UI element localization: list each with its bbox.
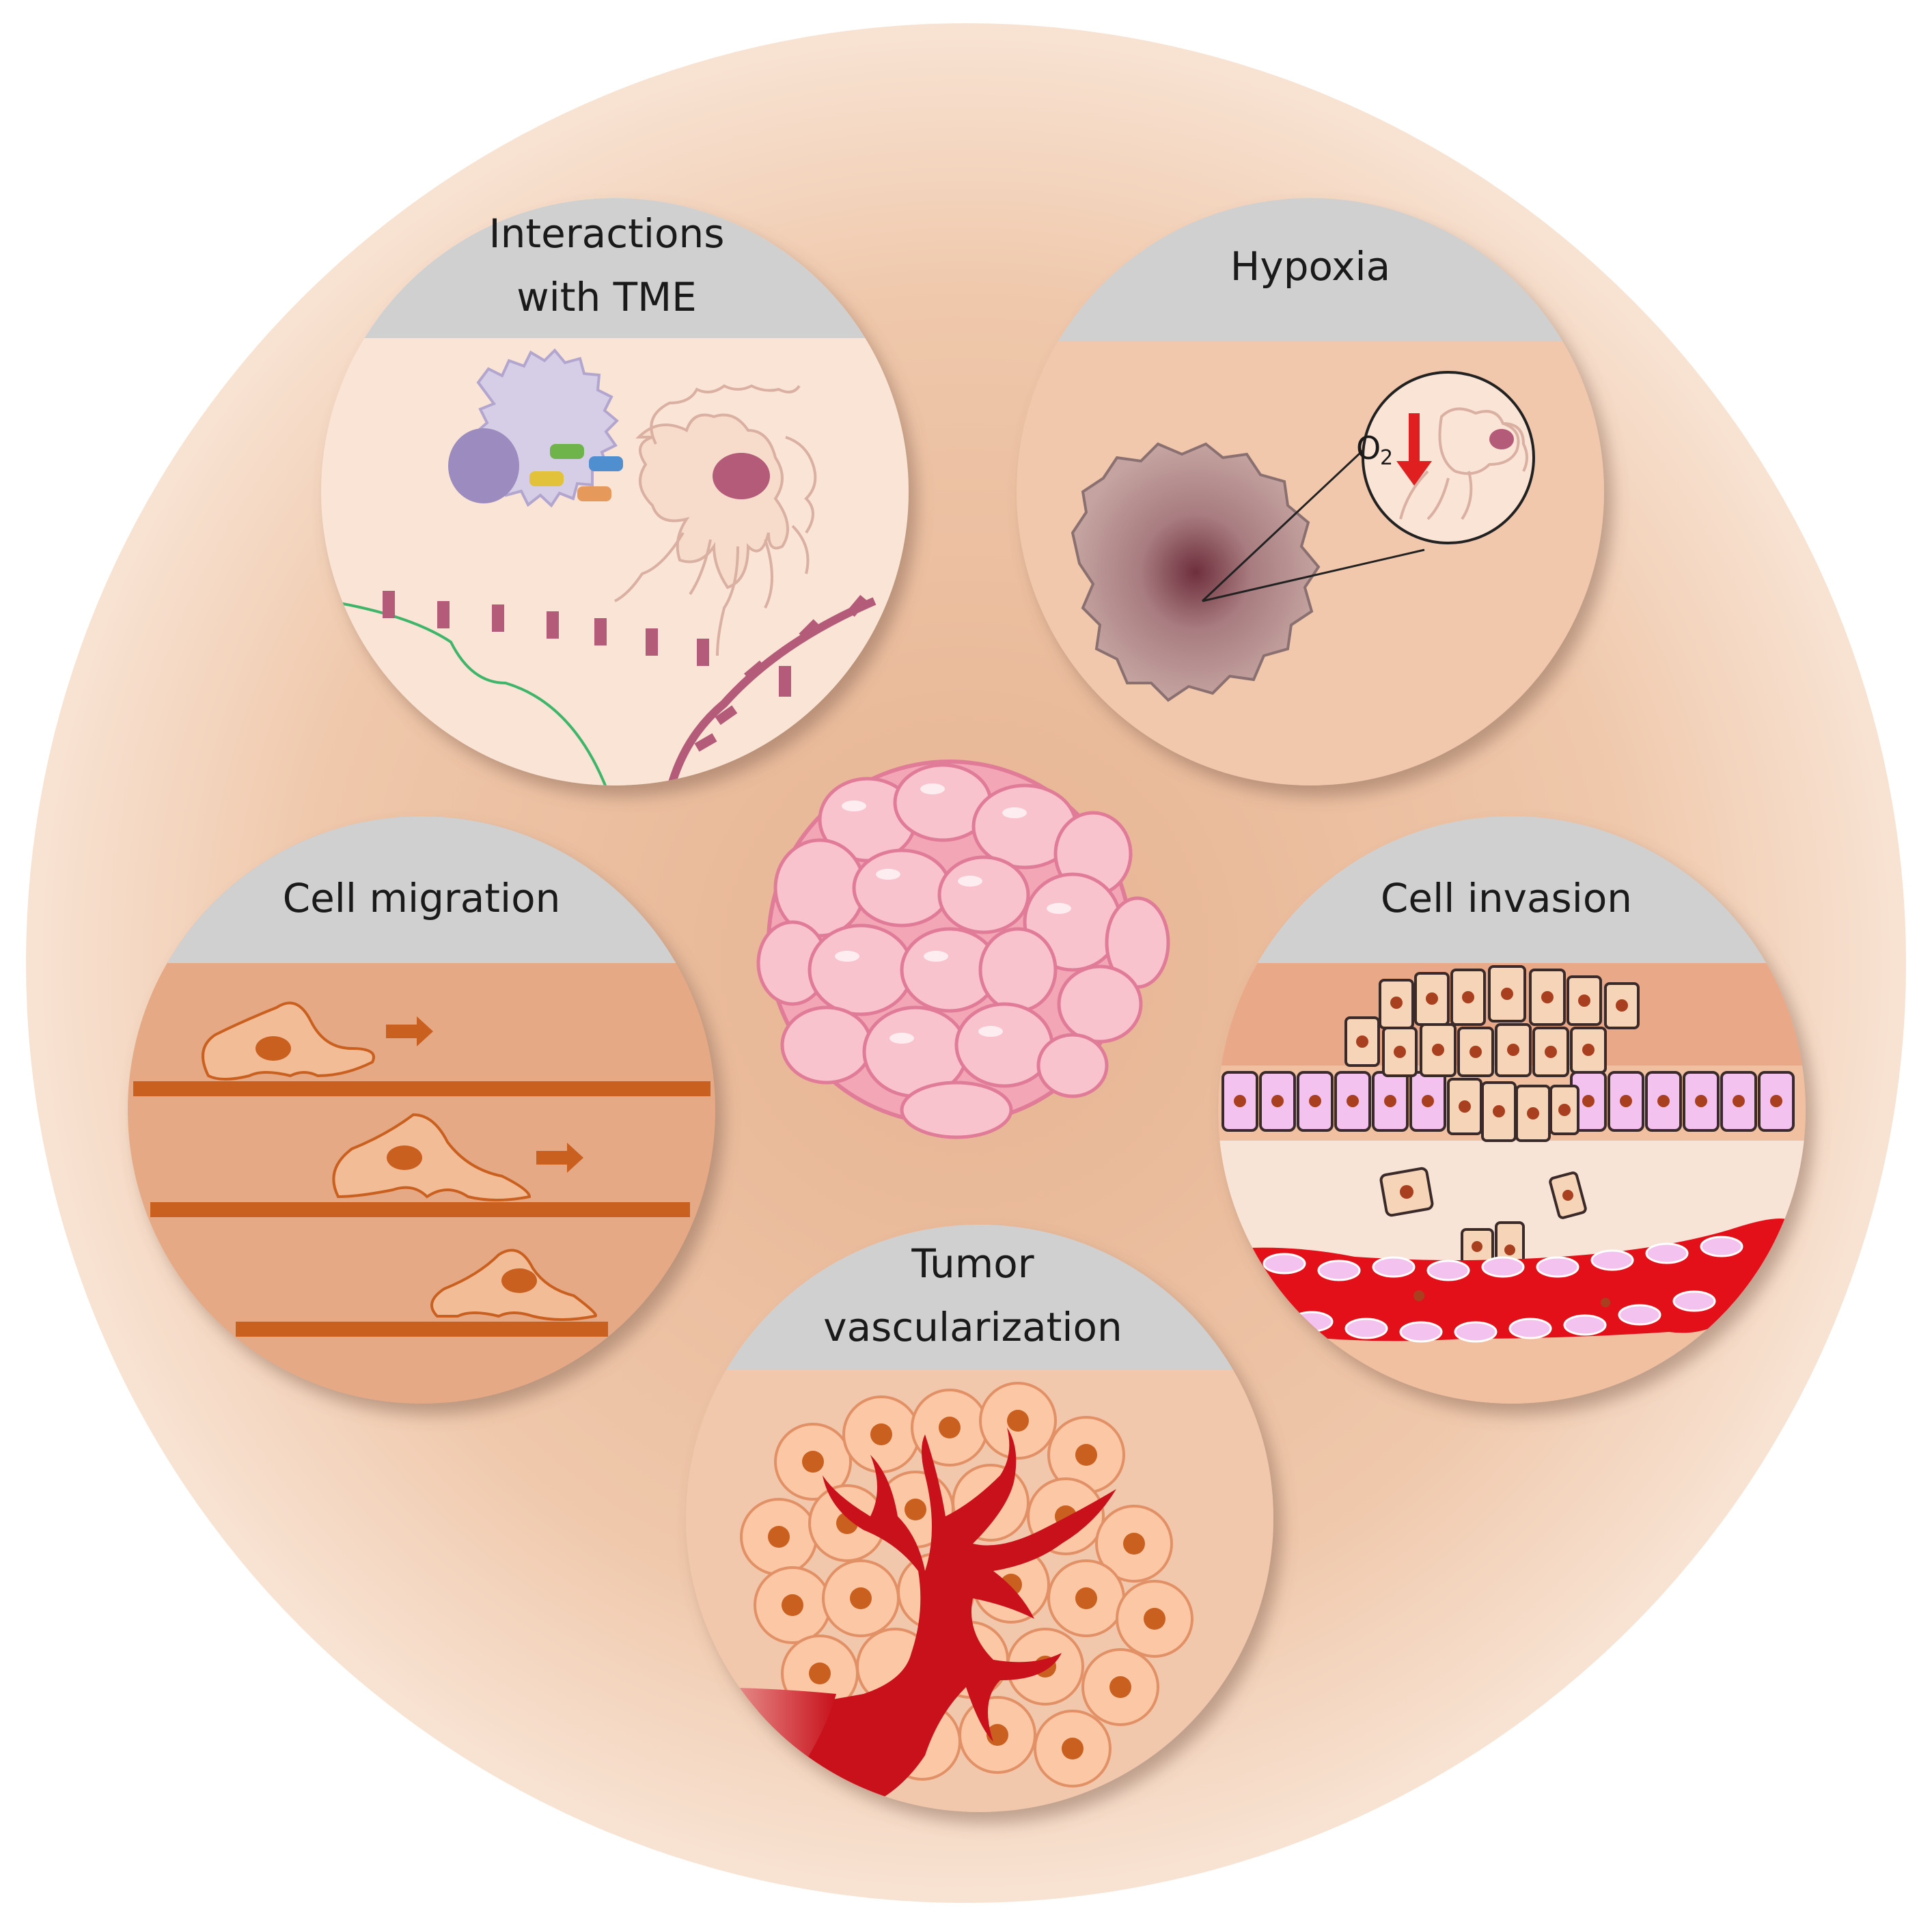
zoom-nucleus	[1489, 429, 1514, 449]
zoom-line-top	[1201, 443, 1371, 602]
o2-label: O	[1356, 430, 1381, 467]
migration-title: Cell migration	[283, 875, 561, 921]
panel-invasion: Cell invasion	[1218, 816, 1806, 1404]
ecm-fibers	[383, 591, 791, 697]
migrating-cells	[202, 1001, 597, 1321]
immune-nucleus	[448, 428, 519, 503]
arrow-right-icon	[536, 1143, 583, 1173]
receptor-green	[550, 444, 584, 459]
o2-subscript: 2	[1380, 446, 1393, 470]
panel-vascularization: Tumor vascularization	[686, 1225, 1273, 1812]
vascularization-title-line2: vascularization	[823, 1304, 1122, 1350]
receptor-blue	[589, 456, 623, 471]
hypoxia-title: Hypoxia	[1230, 243, 1390, 290]
migrating-nuclei	[256, 1036, 537, 1293]
ecm-fiber-curve	[665, 597, 877, 785]
tumor-cell-nuclei	[768, 1410, 1165, 1759]
vascularization-title-line1: Tumor	[911, 1240, 1034, 1287]
invasion-title: Cell invasion	[1381, 875, 1632, 921]
fibroblast-protrusions	[614, 384, 817, 656]
migration-tracks	[133, 1081, 710, 1337]
o2-down-arrow-icon	[1396, 413, 1432, 486]
zoom-line-bottom	[1202, 548, 1425, 602]
panel-migration: Cell migration	[128, 816, 715, 1404]
receptor-yellow	[529, 471, 564, 486]
tumor-spheroid	[756, 760, 1170, 1139]
hypoxic-tumor	[1071, 442, 1321, 702]
tumor-nuclei	[1234, 988, 1782, 1307]
fibroblast-nucleus	[713, 453, 770, 499]
basement-membrane	[327, 600, 609, 785]
zoom-fibroblast	[1399, 407, 1528, 520]
endothelial-cells	[1262, 1236, 1743, 1343]
panel-tme: Interactions with TME	[321, 198, 909, 785]
panel-hypoxia: O 2 Hypoxia	[1017, 198, 1604, 785]
tme-title-line2: with TME	[516, 274, 697, 320]
receptor-orange	[577, 486, 611, 501]
tme-title-line1: Interactions	[489, 210, 725, 257]
zoom-circle	[1362, 371, 1535, 544]
arrow-right-icon	[386, 1016, 433, 1046]
